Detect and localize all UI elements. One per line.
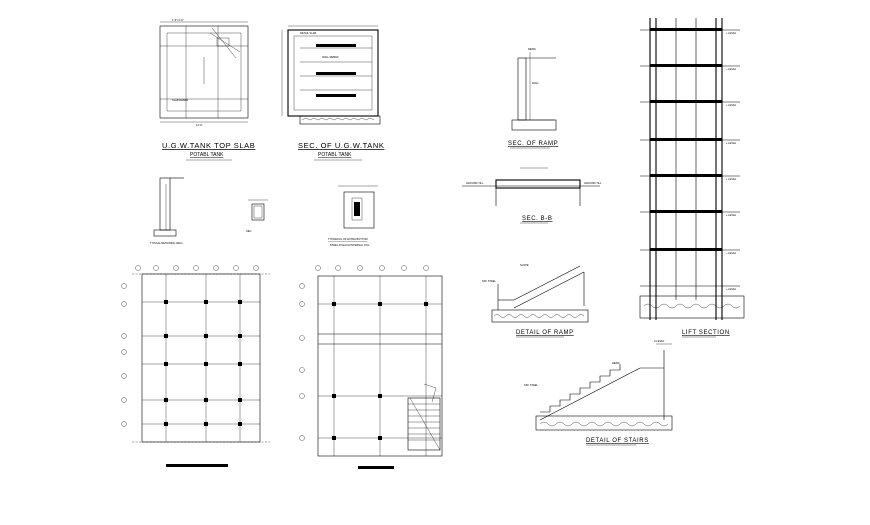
- ramp-section-drawing: REINF. WALL SEC. OF RAMP: [508, 47, 558, 149]
- svg-text:SKF STEEL: SKF STEEL: [524, 383, 539, 387]
- svg-text:REINF.: REINF.: [612, 361, 620, 365]
- svg-text:DETAIL SLAB: DETAIL SLAB: [300, 31, 316, 35]
- svg-text:+ LEVEL: + LEVEL: [726, 31, 737, 35]
- footing-detail-drawing: TYP.DETAIL OF EXTRA BOTTOM STEEL AT EACH…: [328, 185, 378, 247]
- ugw-section-title: SEC. OF U.G.W.TANK: [298, 141, 385, 150]
- svg-text:WALL REBAR: WALL REBAR: [322, 55, 339, 59]
- stairs-detail-title: DETAIL OF STAIRS: [586, 438, 649, 444]
- footing-detail-subtitle: STEEL AT EACH INTERNAL COL.: [330, 243, 370, 247]
- column-detail-drawing: SEC.: [246, 199, 268, 233]
- svg-text:SLAB REBAR: SLAB REBAR: [172, 98, 188, 102]
- svg-text:+ LEVEL: + LEVEL: [726, 287, 737, 291]
- wall-detail-drawing: TYPICAL RETAINING WALL: [150, 177, 184, 245]
- svg-text:GROUND TILL: GROUND TILL: [466, 181, 484, 185]
- svg-text:+ LEVEL: + LEVEL: [726, 141, 737, 145]
- lift-section-drawing: + LEVEL + LEVEL + LEVEL + LEVEL + LEVEL …: [639, 18, 745, 338]
- svg-text:+ LEVEL: + LEVEL: [726, 177, 737, 181]
- lift-section-title: LIFT SECTION: [682, 330, 730, 336]
- svg-text:REINF.: REINF.: [528, 47, 536, 51]
- ramp-detail-drawing: SKF STEEL SLOPE DETAIL OF RAMP: [482, 263, 589, 338]
- svg-text:12'-0": 12'-0": [196, 123, 203, 127]
- foundation-plan-right: [299, 265, 443, 469]
- ramp-section-title: SEC. OF RAMP: [508, 141, 558, 147]
- ugw-top-slab-title: U.G.W.TANK TOP SLAB: [162, 141, 255, 150]
- svg-text:SLOPE: SLOPE: [520, 263, 529, 267]
- ugw-top-slab-subtitle: POTABL TANK: [190, 152, 224, 158]
- foundation-plan-left: [121, 265, 270, 467]
- section-bb-drawing: GROUND TILL GROUND TILL SEC. B-B: [462, 167, 602, 224]
- svg-text:GROUND TILL: GROUND TILL: [584, 181, 602, 185]
- ugw-section-subtitle: POTABL TANK: [318, 152, 352, 158]
- stairs-detail-drawing: SKF STEEL REINF. 4-LEVEL DETAIL OF STAIR…: [524, 339, 673, 446]
- svg-text:TYPICAL RETAINING WALL: TYPICAL RETAINING WALL: [150, 241, 184, 245]
- svg-text:SEC.: SEC.: [246, 229, 252, 233]
- footing-detail-title: TYP.DETAIL OF EXTRA BOTTOM: [328, 237, 368, 241]
- svg-text:SKF STEEL: SKF STEEL: [482, 279, 497, 283]
- ugw-tank-top-slab-drawing: 1'-6"x1'-6" SLAB REBAR 12'-0" U.G.W.TANK…: [159, 18, 255, 161]
- svg-text:+ LEVEL: + LEVEL: [726, 67, 737, 71]
- svg-text:+ LEVEL: + LEVEL: [726, 213, 737, 217]
- svg-text:4-LEVEL: 4-LEVEL: [654, 339, 665, 343]
- section-bb-title: SEC. B-B: [522, 216, 552, 222]
- ramp-detail-title: DETAIL OF RAMP: [516, 330, 574, 336]
- svg-text:+ LEVEL: + LEVEL: [726, 103, 737, 107]
- svg-text:+ LEVEL: + LEVEL: [726, 251, 737, 255]
- ugw-tank-section-drawing: DETAIL SLAB WALL REBAR SEC. OF U.G.W.TAN…: [281, 25, 385, 161]
- lift-floor-levels: [640, 28, 740, 287]
- svg-text:1'-6"x1'-6": 1'-6"x1'-6": [172, 18, 184, 22]
- svg-text:WALL: WALL: [532, 81, 540, 85]
